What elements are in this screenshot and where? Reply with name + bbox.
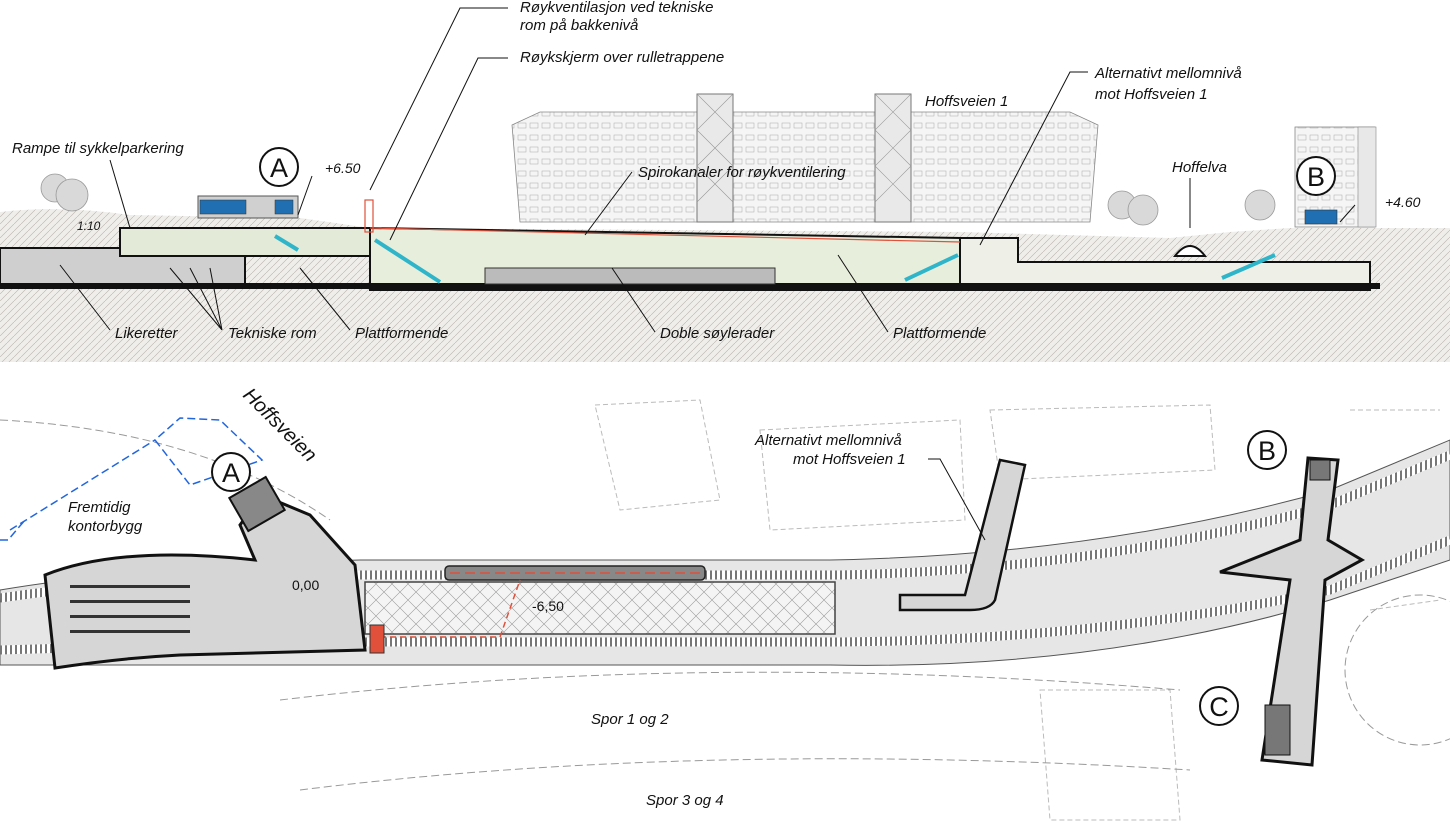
label-smoke-vent-1: Røykventilasjon ved tekniske: [520, 0, 713, 16]
plan-background-outlines: [594, 399, 1441, 821]
leader-alt-mid-plan: [928, 458, 986, 541]
marker-a-plan-label: A: [222, 458, 240, 488]
entrance-b-stairs: [1309, 459, 1331, 481]
trees: [40, 173, 1276, 226]
marker-b-plan: B: [1247, 430, 1287, 470]
entrance-a-stairs: [227, 475, 287, 533]
marker-a-section: A: [259, 147, 299, 187]
label-plattformende-right: Plattformende: [893, 325, 986, 342]
label-office-1: Fremtidig: [68, 499, 131, 516]
platform: [364, 581, 836, 635]
label-office-2: kontorbygg: [68, 518, 143, 535]
label-tracks-1-2: Spor 1 og 2: [591, 711, 669, 728]
section-leaders: [59, 7, 1356, 333]
alt-mid-level-corridor: [898, 458, 1027, 612]
marker-b-plan-label: B: [1258, 436, 1276, 466]
label-hoffsveien-street: Hoffsveien: [238, 384, 320, 466]
plan-view: A B C Hoffsveien Fremtidig kontorbygg 0,…: [0, 384, 1450, 821]
marker-a-section-label: A: [270, 153, 288, 183]
entrance-bc-plan: [1219, 456, 1366, 767]
label-alt-mid-plan-1: Alternativt mellomnivå: [754, 432, 902, 449]
label-plattformende-left: Plattformende: [355, 325, 448, 342]
label-tracks-3-4: Spor 3 og 4: [646, 792, 724, 809]
label-alt-mid-plan-2: mot Hoffsveien 1: [793, 451, 906, 468]
plan-roads: [0, 419, 1450, 791]
level-a-section: +6.50: [325, 160, 361, 176]
station-section: [0, 199, 1380, 291]
label-smoke-vent-2: rom på bakkenivå: [520, 17, 638, 34]
entrance-c-stairs: [1264, 704, 1291, 756]
future-office-outline: [0, 417, 264, 541]
marker-a-plan: A: [211, 452, 251, 492]
label-hoffelva: Hoffelva: [1172, 159, 1227, 176]
label-smoke-screen: Røykskjerm over rulletrappene: [520, 49, 724, 66]
marker-b-section: B: [1296, 156, 1336, 196]
marker-c-plan-label: C: [1209, 692, 1229, 722]
label-likeretter: Likeretter: [115, 325, 179, 342]
level-platform-plan: -6,50: [532, 598, 564, 614]
train: [444, 565, 706, 581]
level-ground-plan: 0,00: [292, 577, 319, 593]
entrance-building-a: [197, 195, 299, 219]
label-doble-soylerader: Doble søylerader: [660, 325, 775, 342]
cross-section: A B Røykventilasjon ved tekniske rom på …: [0, 0, 1450, 362]
label-slope: 1:10: [77, 219, 101, 233]
marker-c-plan: C: [1199, 686, 1239, 726]
bike-parking: [70, 585, 190, 633]
label-ramp: Rampe til sykkelparkering: [12, 140, 184, 157]
label-spiro: Spirokanaler for røykventilering: [638, 164, 846, 181]
background-building-hoffsveien1: [511, 93, 1099, 223]
label-hoffsveien-1: Hoffsveien 1: [925, 93, 1008, 110]
label-tekniske-rom: Tekniske rom: [228, 325, 317, 342]
fire-equipment: [369, 624, 385, 654]
label-alt-mid-section-1: Alternativt mellomnivå: [1094, 65, 1242, 82]
marker-b-section-label: B: [1307, 162, 1325, 192]
level-b-section: +4.60: [1385, 194, 1421, 210]
label-alt-mid-section-2: mot Hoffsveien 1: [1095, 86, 1208, 103]
smoke-route: [380, 579, 521, 638]
